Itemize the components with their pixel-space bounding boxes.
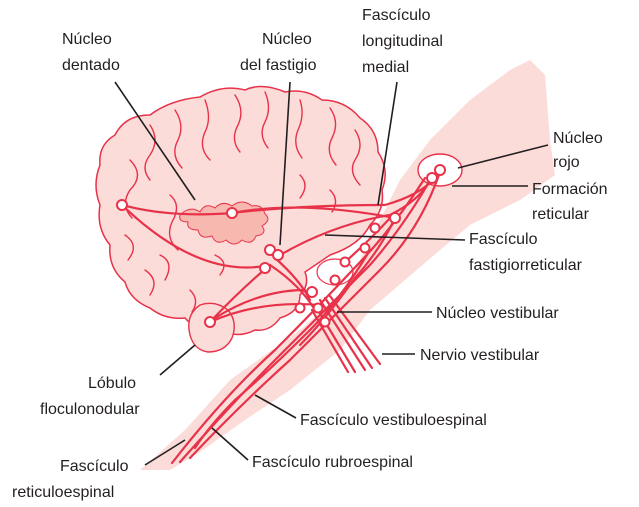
label-nucleo-dentado: Núcleo dentado xyxy=(62,31,120,74)
label-nervio-vestibular: Nervio vestibular xyxy=(420,347,540,364)
label-nucleo-rojo: Núcleo rojo xyxy=(553,130,607,171)
label-fasciculo-vestibuloespinal: Fascículo vestibuloespinal xyxy=(300,412,487,429)
label-lobulo-floculonodular: Lóbulo floculonodular xyxy=(40,375,141,418)
label-formacion-reticular: Formación reticular xyxy=(532,181,612,223)
label-fasciculo-fastigiorreticular: Fascículo fastigiorreticular xyxy=(469,231,583,274)
label-fasciculo-rubroespinal: Fascículo rubroespinal xyxy=(252,454,413,471)
label-nucleo-fastigio: Núcleo del fastigio xyxy=(240,31,317,74)
label-fasciculo-reticuloespinal: Fascículo reticuloespinal xyxy=(12,458,133,501)
label-nucleo-vestibular: Núcleo vestibular xyxy=(436,305,559,322)
label-fasciculo-longitudinal-medial: Fascículo longitudinal medial xyxy=(362,7,447,76)
